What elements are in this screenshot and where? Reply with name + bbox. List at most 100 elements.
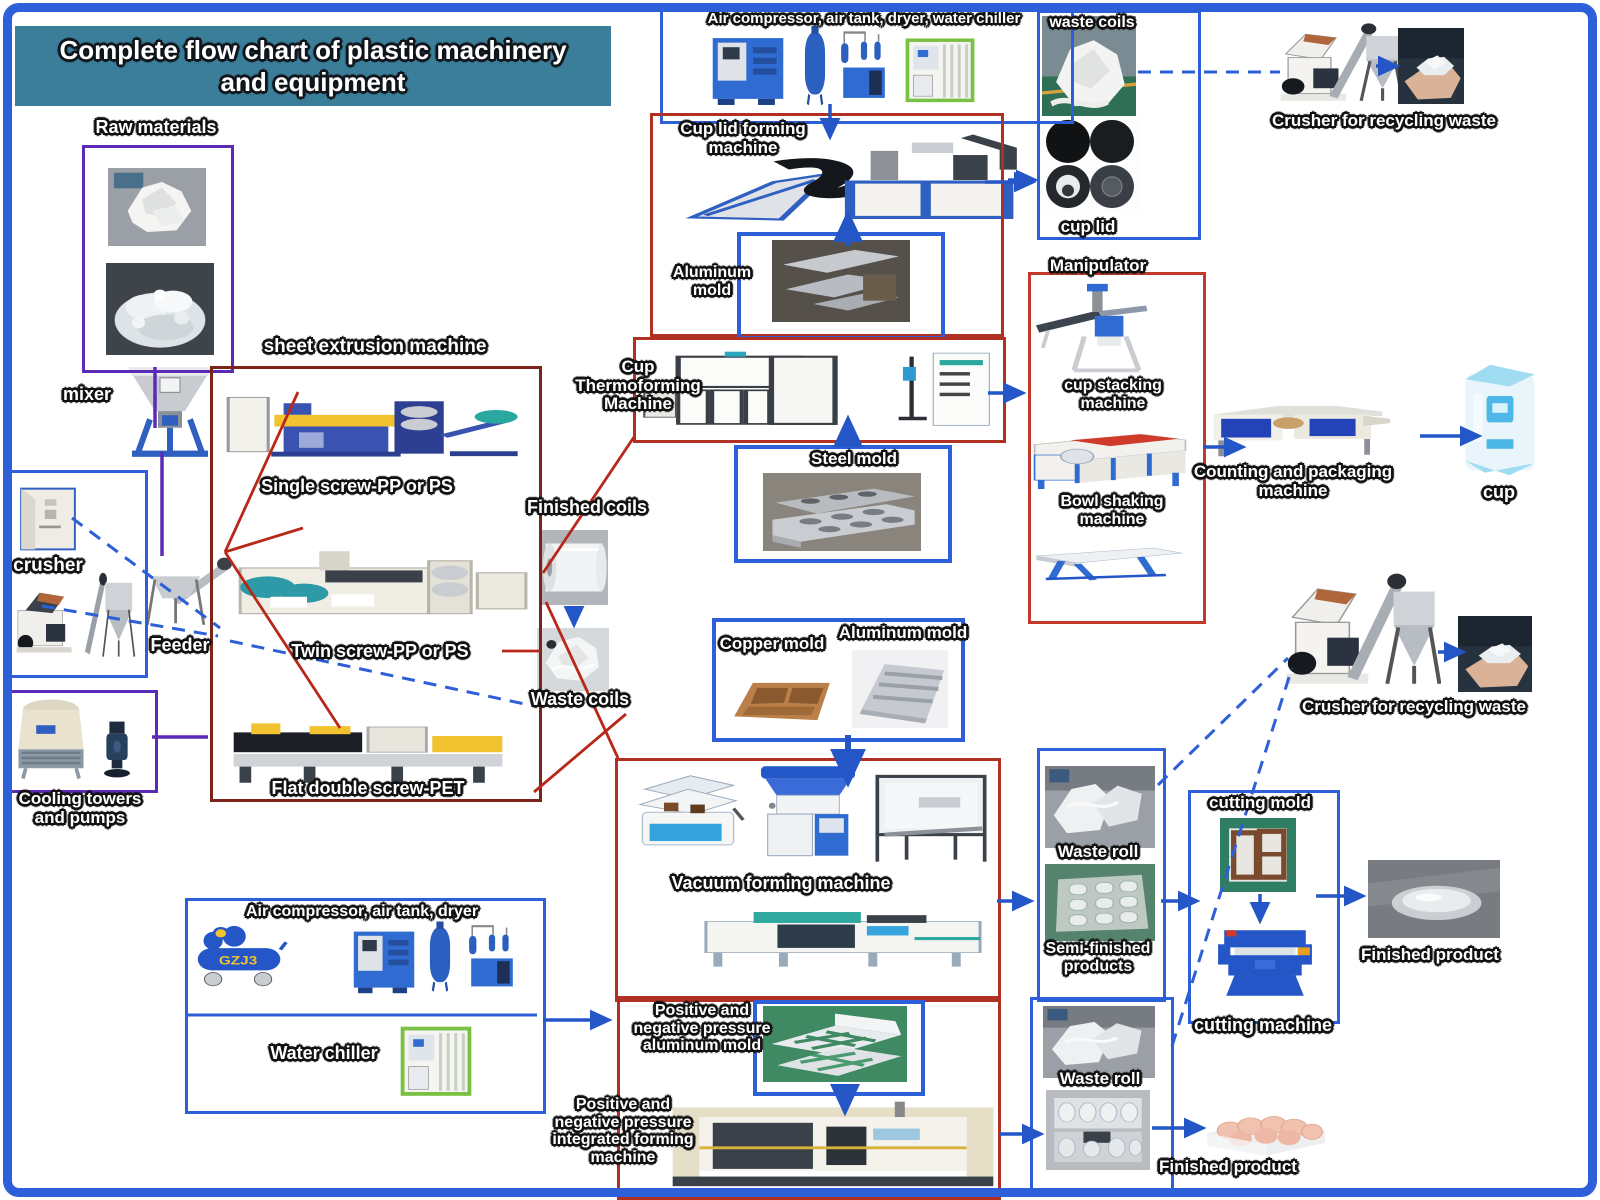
recycled-flakes-right-image [1458, 616, 1532, 692]
cup-stacking-label: cup stacking machine [1064, 377, 1162, 412]
waste-roll-mid-label: Waste roll [1057, 842, 1139, 861]
gzj3-compressor-image: GZJ3 [192, 920, 288, 994]
dryer-top-image [838, 28, 890, 104]
control-cabinet-image [890, 348, 998, 434]
waste-roll-mid-image [1045, 766, 1155, 848]
cup-thermoforming-machine-image [640, 350, 852, 434]
flat-double-screw-extruder-image [222, 700, 514, 790]
crusher-recycling-top-label: Crusher for recycling waste [1272, 111, 1496, 130]
counting-packaging-label: Counting and packaging machine [1193, 462, 1393, 500]
water-chiller-label: Water chiller [270, 1043, 378, 1063]
waste-roll-bottom-label: Waste roll [1059, 1069, 1141, 1088]
recycled-flakes-top-image [1398, 28, 1464, 104]
air-tank-bottom-image [422, 920, 458, 994]
page-title-line2: and equipment [220, 67, 406, 97]
counting-packaging-machine-image [1202, 390, 1394, 462]
aluminum-mold-mid-label: Aluminum mold [838, 623, 968, 642]
page-title: Complete flow chart of plastic machinery… [15, 26, 611, 106]
screw-compressor-bottom-image [348, 926, 420, 996]
air-compressor-bottom-box [185, 898, 546, 1114]
pos-neg-machine-image [666, 1094, 1000, 1190]
pos-neg-mold-label: Positive and negative pressure aluminum … [633, 1002, 771, 1055]
crusher-label: crusher [13, 555, 83, 576]
pos-neg-mold-box [753, 1000, 925, 1096]
waste-roll-semi-box [1037, 748, 1166, 1002]
air-compressor-top-label: Air compressor, air tank, dryer, water c… [707, 10, 1021, 27]
cup-thermoforming-label: Cup Thermoforming Machine [575, 357, 701, 414]
mixer-label: mixer [62, 384, 112, 404]
raw-materials-box [82, 145, 234, 373]
semi-finished-products-image [1045, 864, 1155, 941]
air-compressor-bottom-label: Air compressor, air tank, dryer [245, 903, 479, 920]
waste-coils-mid-image [537, 628, 609, 691]
flat-double-screw-label: Flat double screw-PET [271, 778, 465, 798]
dryer-bottom-image [466, 922, 518, 992]
steel-mold-box [734, 445, 952, 563]
single-screw-label: Single screw-PP or PS [261, 476, 453, 496]
waste-coils-cup-lid-box [1037, 10, 1201, 240]
raw-materials-label: Raw materials [95, 117, 217, 137]
aluminum-mold-mid-image [852, 650, 948, 728]
water-chiller-bottom-image [398, 1024, 474, 1100]
manipulator-box [1028, 272, 1206, 624]
semi-finished-label: Semi-finished products [1045, 940, 1151, 975]
finished-coils-label: Finished coils [526, 497, 648, 517]
manipulator-label: Manipulator [1049, 256, 1147, 275]
vacuum-forming-line-image [694, 898, 992, 976]
crusher-recycling-right-label: Crusher for recycling waste [1302, 697, 1526, 716]
sheet-extrusion-box [210, 366, 542, 802]
waste-coils-mid-label: Waste coils [530, 689, 630, 709]
crusher-cabinet-image [16, 486, 80, 552]
cup-lid-label: cup lid [1060, 217, 1116, 236]
gzj3-text: GZJ3 [219, 954, 258, 967]
waste-roll-bottom-image [1043, 1006, 1155, 1078]
raw-material-granules-image [106, 263, 214, 355]
steel-mold-label: Steel mold [811, 449, 897, 468]
bowl-shaking-machine-image [1030, 536, 1188, 586]
cooling-towers-box [7, 690, 158, 793]
page-title-line1: Complete flow chart of plastic machinery [59, 34, 567, 65]
copper-mold-label: Copper mold [719, 634, 825, 653]
cup-label: cup [1482, 482, 1515, 502]
air-tank-top-image [797, 24, 833, 108]
cup-stacking-machine-image [1028, 418, 1192, 492]
finished-product-bottom-label: Finished product [1159, 1157, 1297, 1176]
copper-aluminum-mold-box [712, 618, 965, 742]
cutting-box [1188, 790, 1340, 1024]
aluminum-mold-top-image [772, 240, 910, 322]
bowl-shaking-label: Bowl shaking machine [1060, 493, 1164, 528]
manipulator-image [1035, 282, 1165, 376]
extrusion-to-wastecoils-line [533, 712, 627, 794]
twin-screw-label: Twin screw-PP or PS [291, 641, 469, 661]
pos-neg-machine-label: Positive and negative pressure integrate… [552, 1096, 694, 1166]
waste-coils-top-label: waste coils [1049, 14, 1135, 31]
vacuum-forming-machine-image [752, 760, 864, 864]
finished-product-cut-label: Finished product [1361, 945, 1499, 964]
egg-tray-clear-image [1046, 1090, 1150, 1170]
cup-lid-forming-label: Cup lid forming machine [680, 119, 806, 157]
cup-lid-forming-box [650, 113, 1004, 337]
finished-egg-tray-image [1202, 1094, 1330, 1164]
wasteroll-to-crusher-dashed1 [1156, 656, 1290, 787]
pump-image [98, 718, 136, 778]
raw-material-scrap-image [108, 168, 206, 246]
cup-lid-image [1040, 116, 1140, 214]
aluminum-mold-top-label: Aluminum mold [672, 264, 752, 299]
steel-mold-image [763, 473, 921, 551]
finished-product-cut-image [1368, 860, 1500, 938]
crusher-recycling-right-image [1283, 566, 1441, 694]
pos-neg-mold-image [763, 1006, 907, 1082]
cup-lid-forming-machine-image [678, 128, 1022, 232]
cup-package-image [1452, 360, 1548, 480]
sheet-extrusion-label: sheet extrusion machine [263, 336, 487, 357]
vacuum-sample-former-image [628, 770, 748, 866]
copper-mold-image [730, 668, 834, 730]
finished-coil-image [540, 530, 608, 605]
cutting-mold-label: cutting mold [1209, 793, 1311, 812]
vacuum-frame-machine-image [870, 766, 992, 870]
screw-compressor-top-image [706, 32, 790, 108]
aluminum-mold-top-box [737, 232, 945, 340]
crusher-recycling-top-image [1278, 18, 1404, 108]
cutting-machine-label: cutting machine [1193, 1015, 1332, 1035]
